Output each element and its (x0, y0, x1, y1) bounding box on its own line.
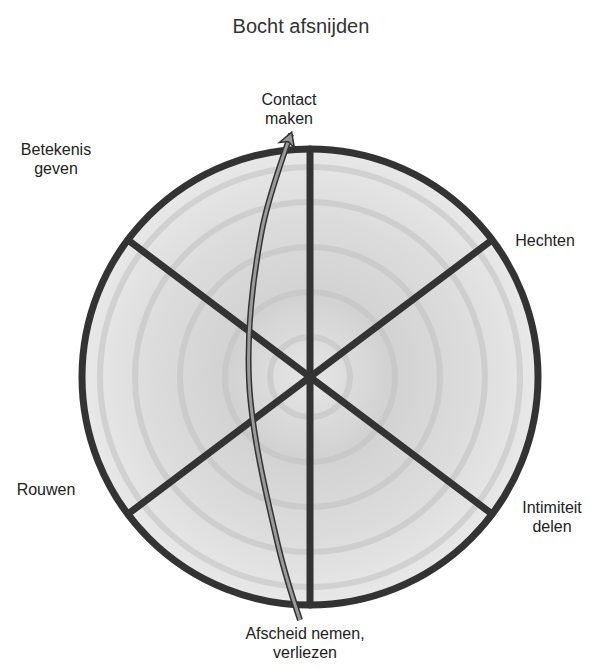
stage-label: Rouwen (6, 480, 86, 499)
arrow-outline (249, 134, 300, 620)
stage-name: Contact maken (249, 90, 329, 128)
stage-name: Hechten (500, 231, 590, 250)
diagram-title: Bocht afsnijden (0, 14, 602, 38)
stage-name: Intimiteit delen (512, 498, 592, 536)
stage-name: Rouwen (6, 480, 86, 499)
stage-label: Afscheid nemen, verliezen (230, 624, 380, 662)
wheel-dividers (128, 149, 492, 605)
stage-label: Hechten (500, 231, 590, 250)
stage-label: Intimiteit delen (512, 498, 592, 536)
stage-name: Afscheid nemen, verliezen (230, 624, 380, 662)
wheel-rim (82, 149, 538, 605)
stage-name: Betekenis geven (11, 140, 101, 178)
stage-label: Betekenis geven (11, 140, 101, 178)
stage-label: Contact maken (249, 90, 329, 128)
wheel-disc (82, 149, 538, 605)
curved-arrow (249, 134, 300, 620)
arrow-group (249, 134, 300, 620)
